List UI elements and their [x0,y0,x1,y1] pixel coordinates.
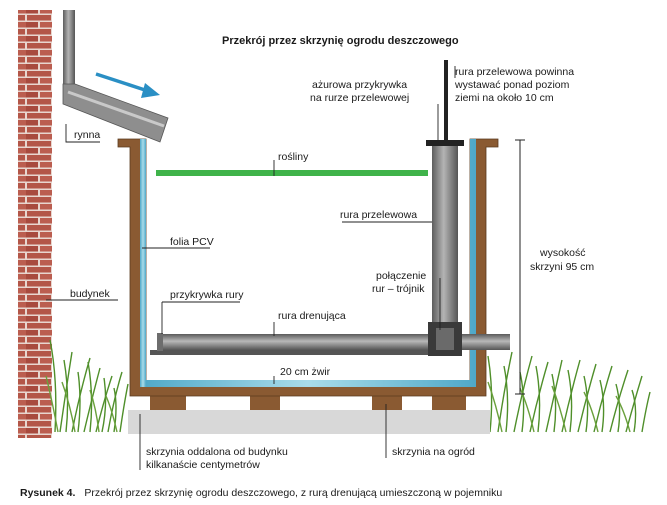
label-junction-1: połączenie [376,270,426,282]
gutter-downspout [62,10,169,143]
building-wall [18,10,52,438]
drainage-pipe [160,334,510,350]
label-distance-2: kilkanaście centymetrów [146,459,260,471]
box-supports [150,396,466,410]
grass-left [45,339,129,433]
label-pipe-cover: przykrywka rury [170,289,244,301]
label-gutter: rynna [74,129,100,141]
overflow-pipe-cover [426,140,464,146]
label-overflow-note-1: rura przelewowa powinna [455,66,574,78]
label-overflow-pipe: rura przelewowa [340,209,417,221]
height-dimension [515,139,525,395]
label-height-2: skrzyni 95 cm [530,261,594,273]
label-grate-cover-1: ażurowa przykrywka [312,79,407,91]
ground [128,410,490,434]
label-height-1: wysokość [539,247,586,259]
diagram-title: Przekrój przez skrzynię ogrodu deszczowe… [222,35,459,47]
label-grate-cover-2: na rurze przelewowej [310,92,409,104]
label-junction-2: rur – trójnik [372,283,425,295]
label-gravel: 20 cm żwir [280,366,331,378]
grass-right [487,351,651,433]
pipe-cap-left [157,333,163,351]
label-drainage-pipe: rura drenująca [278,310,346,322]
caption-text: Przekrój przez skrzynię ogrodu deszczowe… [84,487,502,499]
gravel-layer [150,350,462,355]
label-overflow-note-3: ziemi na około 10 cm [455,92,554,104]
label-foil: folia PCV [170,236,214,248]
label-building: budynek [70,288,110,300]
figure-caption: Rysunek 4. Przekrój przez skrzynię ogrod… [20,487,502,499]
tee-junction-inner [436,328,454,350]
overflow-pipe-cap [444,60,448,142]
down-arrow-icon [95,72,160,98]
label-distance-1: skrzynia oddalona od budynku [146,446,288,458]
caption-prefix: Rysunek 4. [20,487,76,499]
label-plants: rośliny [278,151,309,163]
overflow-pipe [432,144,458,336]
leader-lines [46,66,456,470]
label-overflow-note-2: wystawać ponad poziom [454,79,570,91]
label-garden-box: skrzynia na ogród [392,446,475,458]
plants-level-line [156,170,428,176]
pvc-foil [140,139,476,387]
